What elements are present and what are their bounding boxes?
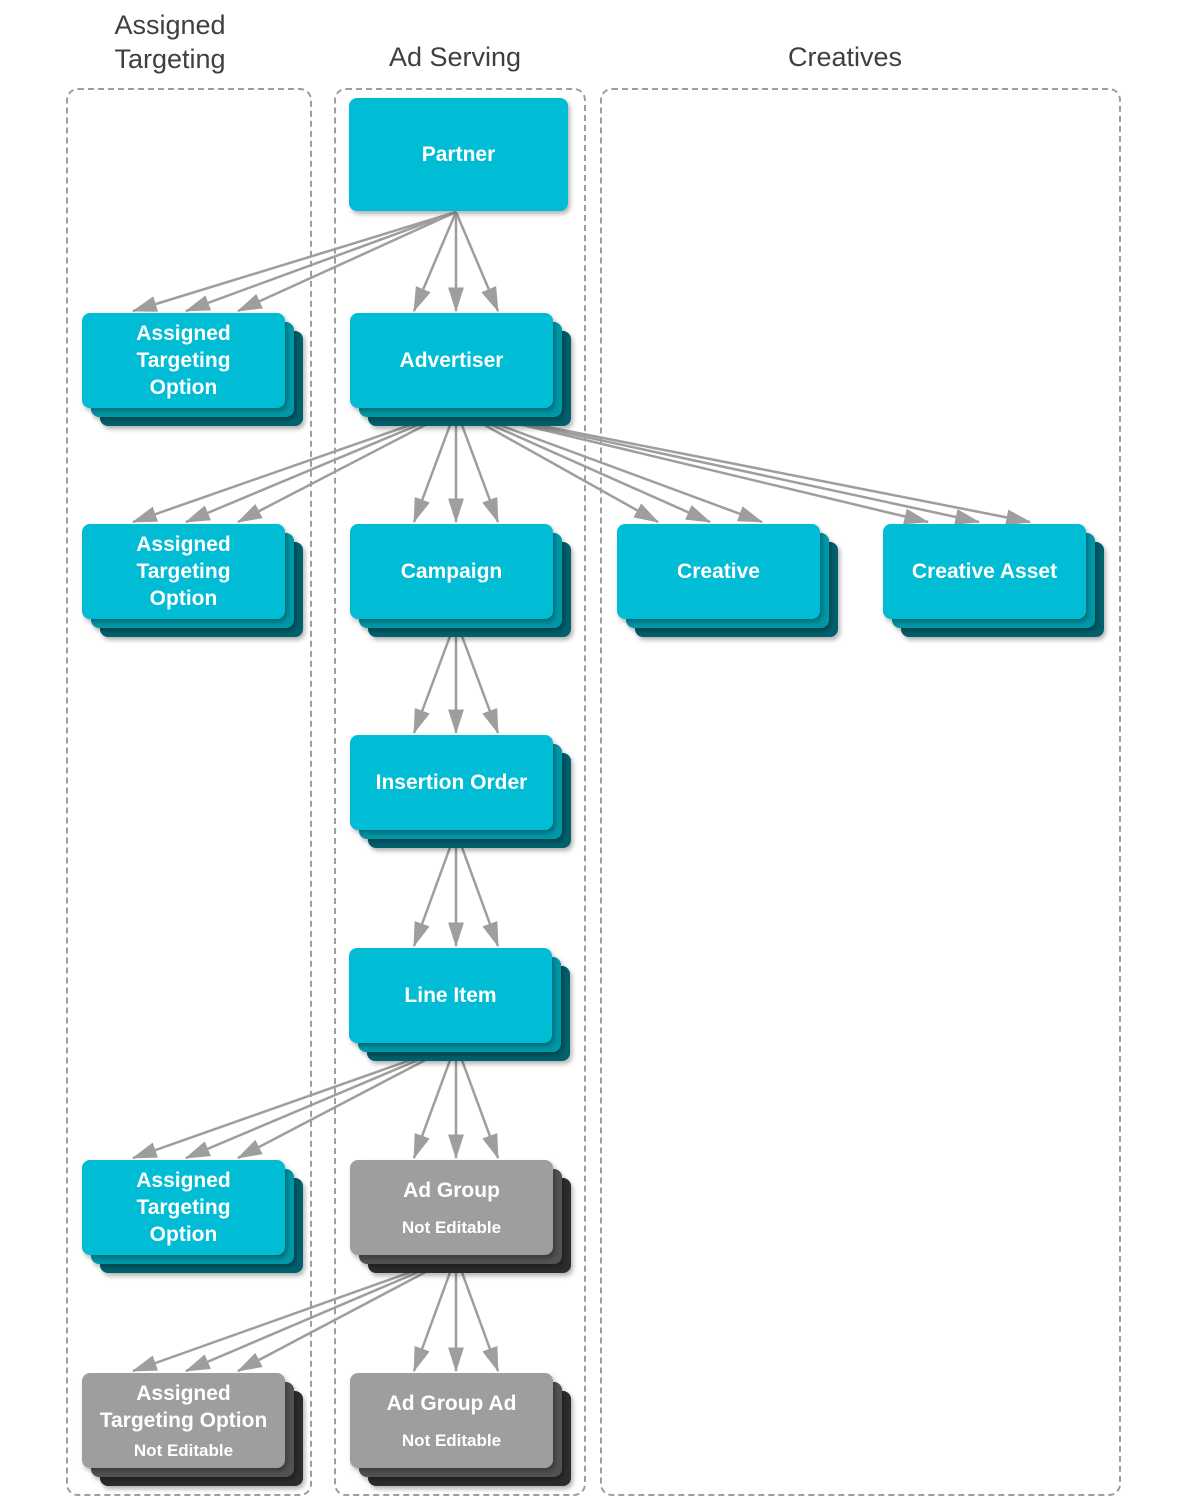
node-label: Assigned Targeting Option — [136, 533, 231, 610]
node-label: Assigned Targeting Option — [136, 322, 231, 399]
node-face: Creative Asset — [883, 524, 1086, 619]
node-label: Creative Asset — [911, 560, 1058, 583]
node-partner: Partner — [349, 98, 568, 211]
node-label: Creative — [677, 560, 760, 583]
node-advertiser: Advertiser — [350, 313, 571, 426]
column-creatives — [600, 88, 1121, 1496]
node-insertion-order: Insertion Order — [350, 735, 571, 848]
node-assigned-targeting-option-of-advertiser: Assigned Targeting Option — [82, 524, 303, 637]
node-creative: Creative — [617, 524, 838, 637]
node-face: Assigned Targeting Option — [82, 1160, 285, 1255]
node-label: Assigned Targeting Option — [99, 1382, 268, 1432]
node-face: Advertiser — [350, 313, 553, 408]
node-assigned-targeting-option-of-line-item: Assigned Targeting Option — [82, 1160, 303, 1273]
node-face: Assigned Targeting Option — [82, 313, 285, 408]
node-face: Line Item — [349, 948, 552, 1043]
node-face: Partner — [349, 98, 568, 211]
node-sublabel: Not Editable — [133, 1441, 234, 1460]
node-label: Ad Group Ad — [386, 1392, 517, 1415]
node-face: Campaign — [350, 524, 553, 619]
node-label: Line Item — [404, 984, 497, 1007]
node-face: Assigned Targeting Option — [82, 524, 285, 619]
node-label: Advertiser — [399, 349, 504, 372]
node-ad-group-ad: Ad Group Ad Not Editable — [350, 1373, 571, 1486]
node-face: Creative — [617, 524, 820, 619]
column-header-ad-serving: Ad Serving — [388, 42, 522, 72]
column-assigned-targeting — [66, 88, 312, 1496]
node-label: Ad Group — [403, 1179, 500, 1202]
node-face: Ad Group Ad Not Editable — [350, 1373, 553, 1468]
node-label: Campaign — [400, 560, 503, 583]
node-creative-asset: Creative Asset — [883, 524, 1104, 637]
node-line-item: Line Item — [349, 948, 570, 1061]
column-header-assigned-targeting: Assigned Targeting — [114, 10, 226, 74]
node-face: Insertion Order — [350, 735, 553, 830]
node-assigned-targeting-option-of-partner: Assigned Targeting Option — [82, 313, 303, 426]
node-label: Insertion Order — [375, 771, 528, 794]
node-label: Assigned Targeting Option — [136, 1169, 231, 1246]
column-ad-serving — [334, 88, 586, 1496]
node-sublabel: Not Editable — [401, 1431, 502, 1450]
node-sublabel: Not Editable — [401, 1218, 502, 1237]
node-campaign: Campaign — [350, 524, 571, 637]
column-header-creatives: Creatives — [787, 42, 903, 72]
node-label: Partner — [421, 143, 496, 166]
